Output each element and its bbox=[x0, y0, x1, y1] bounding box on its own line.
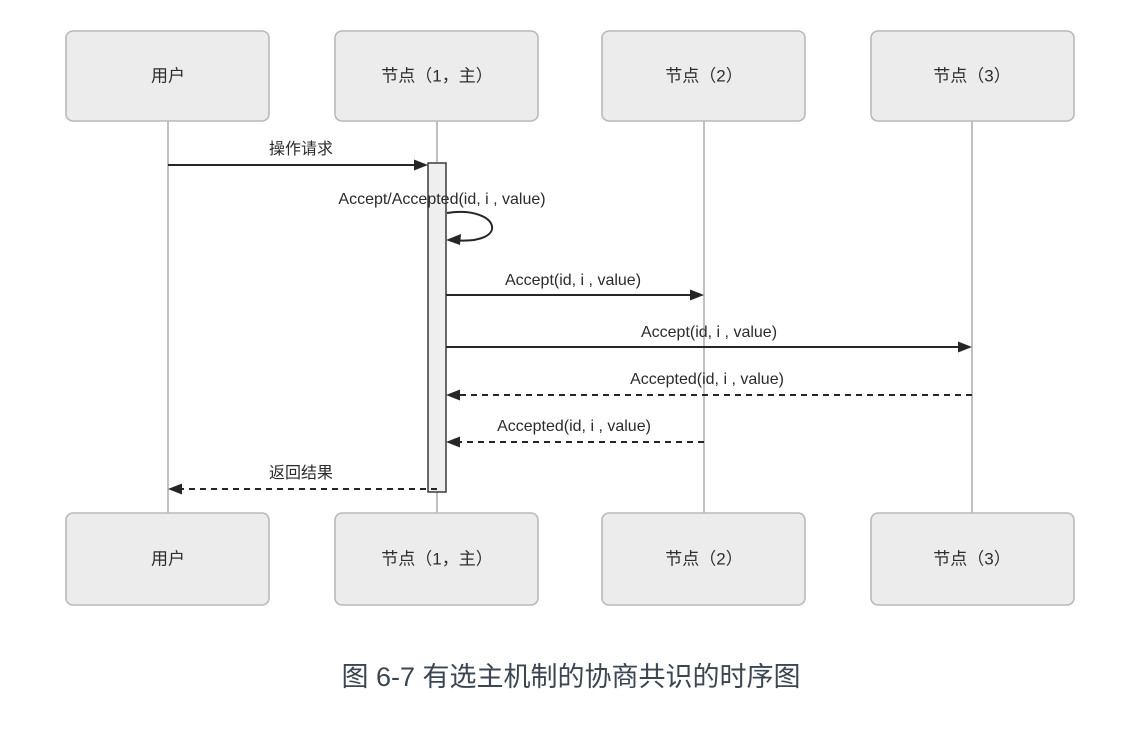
arrowhead-left-icon-m6 bbox=[446, 436, 460, 448]
participant-rect-footer-node2 bbox=[601, 512, 806, 606]
message-label-m1: 操作请求 bbox=[269, 140, 333, 158]
message-label-m7: 返回结果 bbox=[269, 464, 333, 482]
message-label-m5: Accepted(id, i , value) bbox=[630, 371, 784, 388]
participant-box-user[interactable]: 用户 bbox=[65, 30, 270, 122]
arrowhead-right-icon-m1 bbox=[414, 159, 428, 171]
participant-rect-node2 bbox=[601, 30, 806, 122]
message-label-m4: Accept(id, i , value) bbox=[641, 324, 777, 341]
participant-rect-user bbox=[65, 30, 270, 122]
message-accepted-from-node3[interactable]: Accepted(id, i , value) bbox=[446, 371, 972, 401]
participant-box-footer-node3[interactable]: 节点（3） bbox=[870, 512, 1075, 606]
message-label-m2: Accept/Accepted(id, i , value) bbox=[338, 191, 545, 208]
participants-footer: 用户 节点（1，主） 节点（2） 节点（3） bbox=[65, 512, 1075, 606]
figure-caption: 图 6-7 有选主机制的协商共识的时序图 bbox=[341, 662, 800, 692]
participant-label-node3: 节点（3） bbox=[933, 66, 1010, 85]
arrowhead-right-icon-m3 bbox=[690, 289, 704, 301]
message-accept-accepted-self[interactable]: Accept/Accepted(id, i , value) bbox=[338, 191, 546, 245]
participant-box-node1[interactable]: 节点（1，主） bbox=[334, 30, 539, 122]
message-label-m3: Accept(id, i , value) bbox=[505, 272, 641, 289]
participant-label-footer-node3: 节点（3） bbox=[933, 549, 1010, 568]
participant-label-user: 用户 bbox=[151, 66, 185, 85]
message-operation-request[interactable]: 操作请求 bbox=[168, 140, 428, 171]
message-selfloop-path-m2 bbox=[446, 210, 494, 242]
messages-group: 操作请求 Accept/Accepted(id, i , value) Acce… bbox=[168, 140, 972, 495]
participant-box-footer-node2[interactable]: 节点（2） bbox=[601, 512, 806, 606]
message-accepted-from-node2[interactable]: Accepted(id, i , value) bbox=[446, 418, 704, 448]
participants-header: 用户 节点（1，主） 节点（2） 节点（3） bbox=[65, 30, 1075, 122]
participant-label-footer-node2: 节点（2） bbox=[665, 549, 742, 568]
participant-label-footer-node1: 节点（1，主） bbox=[381, 549, 492, 568]
lifelines-group bbox=[167, 121, 973, 513]
message-return-result[interactable]: 返回结果 bbox=[168, 464, 437, 495]
participant-box-node3[interactable]: 节点（3） bbox=[870, 30, 1075, 122]
participant-label-node2: 节点（2） bbox=[665, 66, 742, 85]
message-accept-node3[interactable]: Accept(id, i , value) bbox=[446, 324, 972, 353]
message-label-m6: Accepted(id, i , value) bbox=[497, 418, 651, 435]
arrowhead-left-icon-m5 bbox=[446, 389, 460, 401]
participant-rect-node3 bbox=[870, 30, 1075, 122]
arrowhead-left-icon-m2 bbox=[446, 234, 461, 245]
arrowhead-left-icon-m7 bbox=[168, 483, 182, 495]
participant-label-node1: 节点（1，主） bbox=[381, 66, 492, 85]
participant-label-footer-user: 用户 bbox=[151, 549, 185, 568]
message-accept-node2[interactable]: Accept(id, i , value) bbox=[446, 272, 704, 301]
participant-box-node2[interactable]: 节点（2） bbox=[601, 30, 806, 122]
participant-box-footer-user[interactable]: 用户 bbox=[65, 512, 270, 606]
participant-rect-node1 bbox=[334, 30, 539, 122]
activation-bar-node1 bbox=[427, 162, 447, 493]
arrowhead-right-icon-m4 bbox=[958, 341, 972, 353]
participant-rect-footer-user bbox=[65, 512, 270, 606]
participant-rect-footer-node3 bbox=[870, 512, 1075, 606]
participant-rect-footer-node1 bbox=[334, 512, 539, 606]
participant-box-footer-node1[interactable]: 节点（1，主） bbox=[334, 512, 539, 606]
